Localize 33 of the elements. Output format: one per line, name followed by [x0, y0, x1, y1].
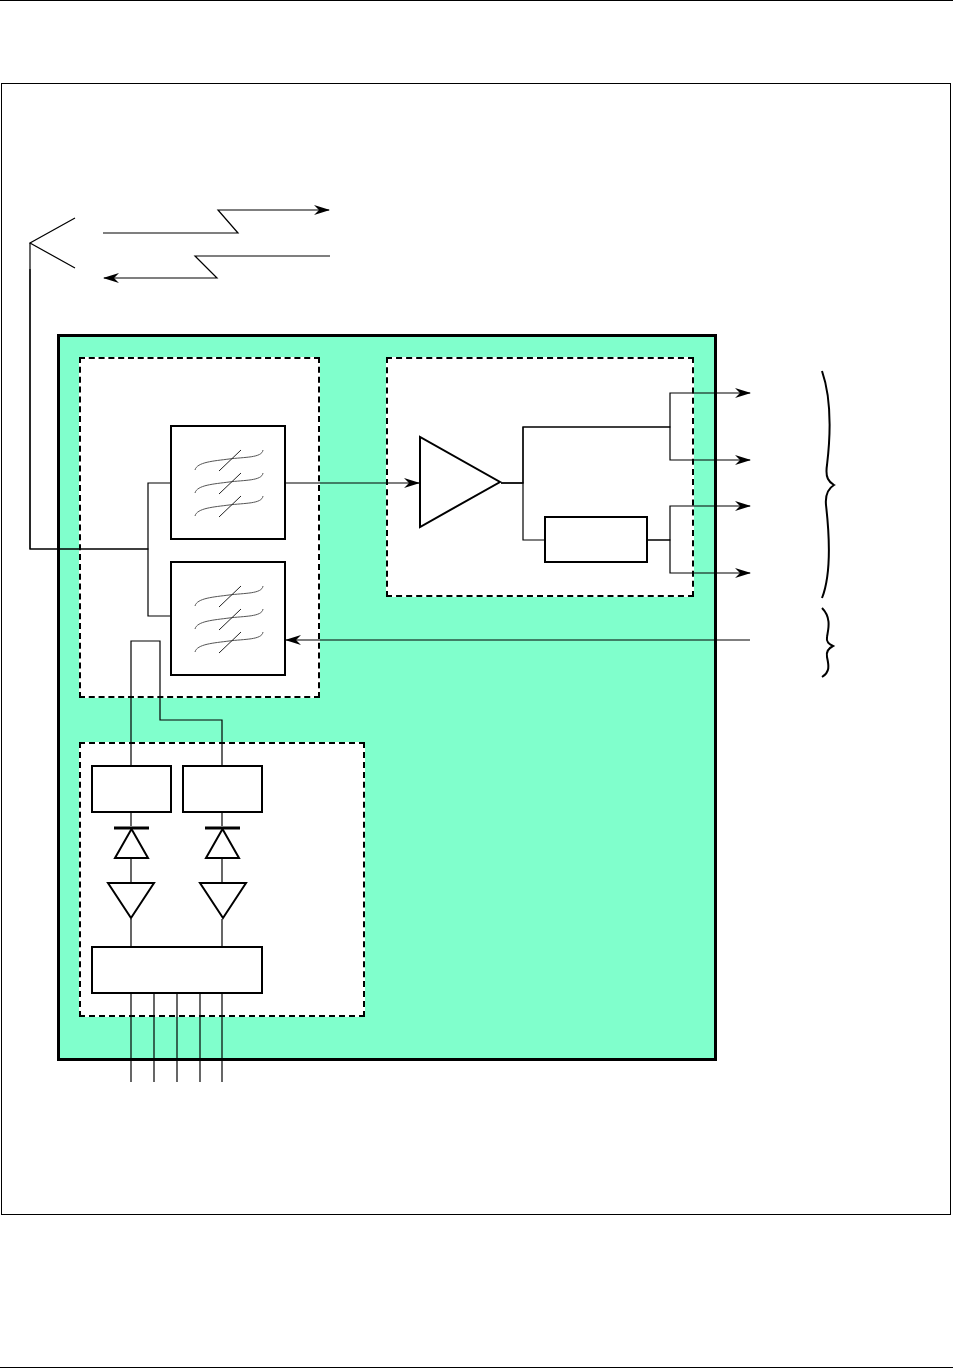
antenna-symbol — [29, 217, 76, 269]
connector-line — [500, 482, 545, 541]
arrow — [285, 635, 751, 645]
arrow — [647, 539, 751, 578]
connector-line — [221, 858, 223, 883]
connector-line — [130, 640, 223, 766]
connector-line — [221, 993, 223, 1083]
dashed-group-box — [386, 357, 694, 597]
connector-line — [130, 812, 132, 827]
buffer-triangle — [107, 882, 155, 919]
connector-line — [130, 858, 132, 883]
connector-line — [130, 993, 132, 1083]
diode-symbol — [114, 826, 149, 859]
circuit-box — [544, 516, 648, 563]
circuit-box — [91, 946, 263, 994]
connector-line — [221, 812, 223, 827]
connector-line — [221, 918, 223, 947]
circuit-box — [91, 765, 172, 813]
connector-line — [176, 993, 178, 1083]
filter-box — [170, 425, 286, 540]
circuit-box — [182, 765, 263, 813]
connector-line — [199, 993, 201, 1083]
dashed-group-box — [79, 357, 320, 698]
connector-line — [29, 268, 171, 617]
arrow — [285, 478, 420, 488]
filter-box — [170, 561, 286, 676]
amplifier-triangle — [419, 436, 501, 528]
buffer-triangle — [199, 882, 247, 919]
diode-symbol — [205, 826, 240, 859]
connector-line — [130, 918, 132, 947]
module-box — [57, 334, 717, 1061]
dashed-group-box — [79, 742, 365, 1017]
connector-line — [153, 993, 155, 1083]
